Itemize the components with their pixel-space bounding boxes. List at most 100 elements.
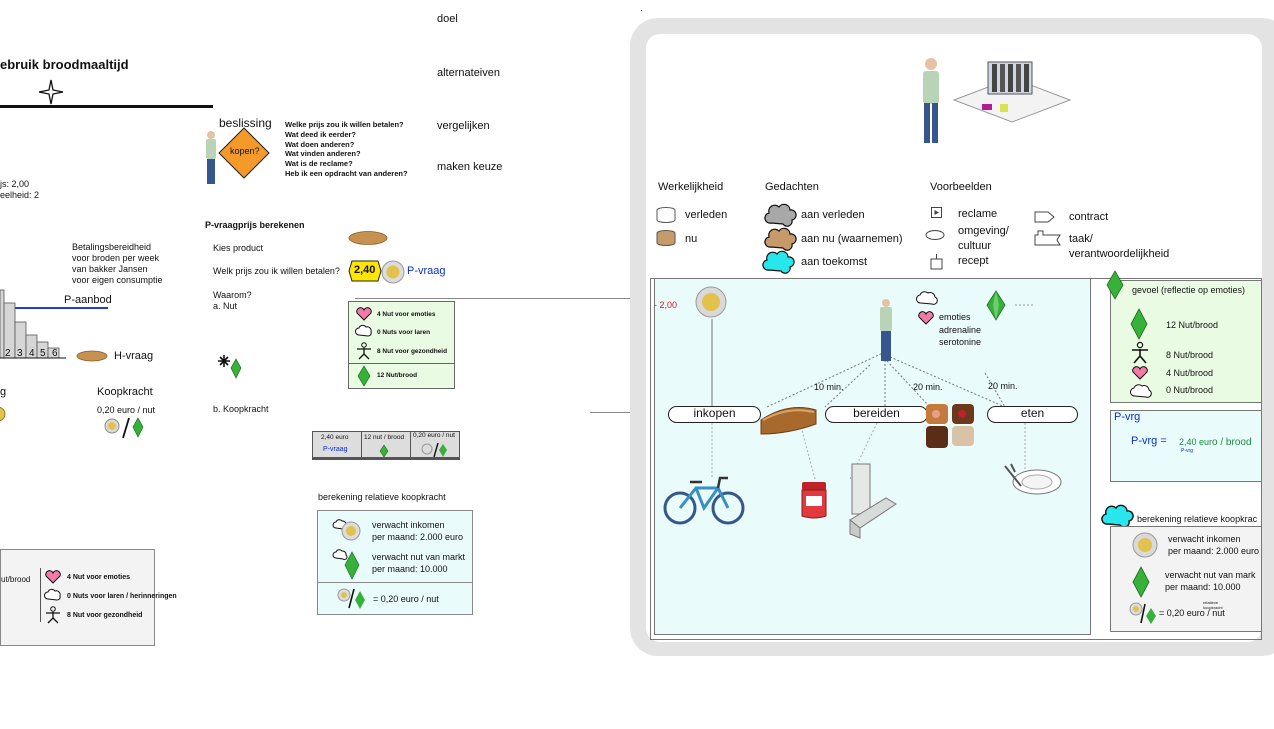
legend-item: 4 Nut voor emoties <box>67 574 131 581</box>
right-rel-row2: verwacht nut van mark <box>1165 570 1256 580</box>
bar-label: 2 <box>5 348 11 359</box>
gevoel-title: gevoel (reflectie op emoties) <box>1132 285 1246 295</box>
legend-item: verantwoordelijkheid <box>1069 248 1170 260</box>
p-aanbod-label: P-aanbod <box>64 294 112 306</box>
legend-item: nu <box>685 233 698 245</box>
legend-item: 8 Nut voor gezondheid <box>67 612 143 619</box>
waarom: Waarom? <box>213 290 252 300</box>
panel-title: ebruik broodmaaltijd <box>0 57 129 72</box>
gevoel-row: 0 Nut/brood <box>1166 385 1214 395</box>
p-vraag-label: P-vraag <box>407 265 446 277</box>
koopkracht-title: Koopkracht <box>97 386 153 398</box>
right-rel-row3: = 0,20 euro / nut <box>1159 608 1225 618</box>
cylinder-past-icon <box>656 207 676 223</box>
legend-item: taak/ <box>1069 233 1093 245</box>
legend-item: contract <box>1069 211 1109 223</box>
welk-prijs: Welk prijs zou ik willen betalen? <box>213 266 340 276</box>
jam-jar-illustration <box>801 482 827 519</box>
diamond-text: kopen? <box>230 146 260 156</box>
cloud-icon <box>916 291 938 305</box>
emoties-text: emoties adrenaline serotonine <box>939 311 981 349</box>
nut-legend-box: ut/brood 4 Nut voor emoties 0 Nuts voor … <box>0 549 177 646</box>
person-icon <box>1132 341 1148 364</box>
thought-future-icon <box>762 250 795 274</box>
legend-item: aan verleden <box>801 209 865 221</box>
pvrg-label: P-vrg = <box>1131 435 1167 447</box>
pvrg-value-pre: 2,40 eur <box>1179 437 1213 447</box>
heart-icon <box>1132 366 1148 380</box>
thought-past-icon <box>764 203 797 227</box>
legend-item: cultuur <box>958 240 992 252</box>
rel-row2: per maand: 10.000 <box>372 564 448 574</box>
rel-row2: verwacht nut van markt <box>372 552 466 562</box>
legend-item: verleden <box>685 209 728 221</box>
note-line: koopkracht <box>1203 605 1223 610</box>
cloud-icon <box>355 324 372 337</box>
emoties-line: serotonine <box>939 337 982 347</box>
legend-item: aan toekomst <box>801 256 868 268</box>
nut-total: 12 Nut/brood <box>377 372 418 379</box>
cloud-gem-icon <box>332 549 360 580</box>
gevoel-row: 8 Nut/brood <box>1166 350 1214 360</box>
step-doel: doel <box>437 13 458 25</box>
rel-row3: = 0,20 euro / nut <box>373 594 439 604</box>
reclame-icon <box>931 207 942 218</box>
pvrg-box <box>1110 410 1262 482</box>
rel-row1: per maand: 2.000 euro <box>372 532 464 542</box>
p-vraag-title: P-vraagprijs berekenen <box>205 220 305 230</box>
taak-icon <box>1034 230 1061 246</box>
pvrg-sub: P-vrg <box>1181 448 1193 454</box>
koopkracht-value: 0,20 euro / nut <box>97 405 156 415</box>
payment-note-line: Betalingsbereidheid <box>72 242 152 252</box>
p-aanbod-line <box>0 307 108 309</box>
coin-per-gem-icon <box>104 417 144 439</box>
bicycle-illustration <box>663 476 745 525</box>
gem-icon <box>1106 270 1124 300</box>
contract-icon <box>1034 211 1055 223</box>
table-cell: 12 nut / brood <box>364 434 405 441</box>
heart-icon <box>45 570 61 584</box>
step-eten: eten <box>987 406 1078 423</box>
decision-label: beslissing <box>219 116 272 130</box>
price-tag <box>348 260 382 282</box>
coin-per-gem-icon <box>421 442 447 458</box>
title-underline <box>0 105 213 108</box>
thought-now-icon <box>764 227 797 251</box>
right-rel-row1: per maand: 2.000 euro <box>1168 546 1260 556</box>
table-cell: P-vraag <box>323 446 348 453</box>
person-icon <box>46 606 60 624</box>
duration-label: 20 min. <box>988 381 1018 391</box>
demand-histogram <box>0 289 66 359</box>
dot-mark: · <box>640 6 643 15</box>
scene-lines <box>711 304 1035 480</box>
pvrg-value-post: o / brood <box>1212 437 1252 448</box>
table-cell: 2,40 euro <box>321 434 349 441</box>
right-rel-title: berekening relatieve koopkrac <box>1137 514 1258 524</box>
sparkle-gem-icon <box>218 355 242 379</box>
legend-col2-title: Gedachten <box>765 181 819 193</box>
recept-icon <box>930 254 943 270</box>
payment-note-line: van bakker Jansen <box>72 264 148 274</box>
relatieve-koopkracht-note: relatieve koopkracht <box>1203 600 1223 610</box>
bar-label: 3 <box>17 348 23 359</box>
sandwich-illustration <box>926 404 974 448</box>
gevoel-box <box>1110 280 1262 403</box>
cloud-coin-icon <box>332 519 361 541</box>
nut-divider <box>349 363 454 364</box>
cylinder-now-icon <box>656 230 676 246</box>
gem-icon <box>986 290 1006 321</box>
nut-item: 0 Nuts voor laren <box>377 329 431 336</box>
pvrg-title: P-vrg <box>1114 411 1141 423</box>
price-tag-text: 2,40 <box>354 264 376 276</box>
legend-left-text: ut/brood <box>1 575 31 584</box>
right-rel-row1: verwacht inkomen <box>1168 534 1241 544</box>
payment-note-line: voor eigen consumptie <box>72 275 163 285</box>
pvrg-value: 2,40 euro / brood <box>1179 437 1252 448</box>
coin-icon <box>0 406 6 422</box>
legend-item: reclame <box>958 208 998 220</box>
step-inkopen: inkopen <box>668 406 761 423</box>
heart-icon <box>356 307 372 321</box>
duration-label: 10 min. <box>814 382 844 392</box>
bread-icon <box>76 350 108 362</box>
question: Wat vinden anderen? <box>285 149 361 159</box>
